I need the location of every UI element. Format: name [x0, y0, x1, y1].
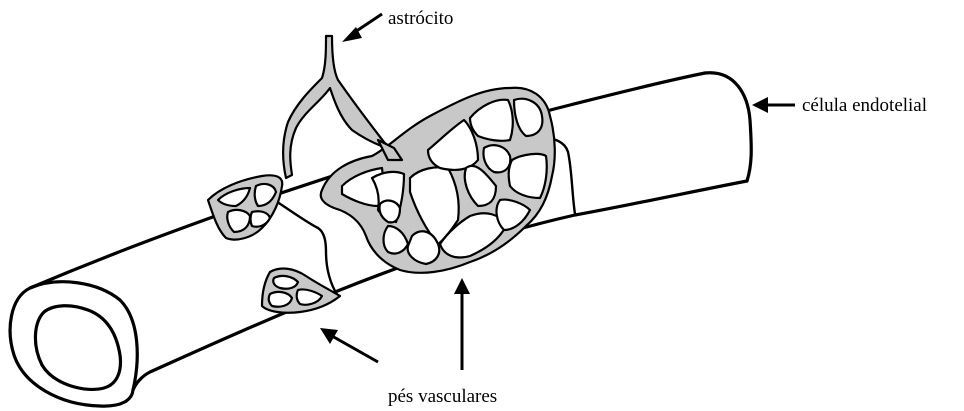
- astrocyte-label: astrócito: [388, 8, 453, 29]
- arrowhead-vascular-feet-up: [454, 278, 470, 294]
- label-astrocyte: astrócito: [342, 8, 453, 42]
- label-vascular-feet: pés vasculares: [320, 278, 497, 407]
- foot-gap: [408, 231, 440, 264]
- foot-gap: [269, 292, 292, 307]
- label-endothelial-cell: célula endotelial: [752, 95, 927, 116]
- arrowhead-vascular-feet-diag: [320, 328, 338, 344]
- astrocyte: [208, 36, 555, 313]
- arrowhead-endothelial: [752, 97, 768, 113]
- vessel-end-cap: [705, 73, 751, 181]
- vessel-opening-inner: [35, 306, 120, 390]
- foot-gap: [509, 154, 547, 198]
- foot-gap: [251, 211, 271, 226]
- vascular-feet-label: pés vasculares: [388, 386, 497, 407]
- foot-gap: [273, 276, 298, 289]
- arrow-vascular-feet-diag: [332, 336, 378, 362]
- endothelial-cell-label: célula endotelial: [802, 95, 927, 116]
